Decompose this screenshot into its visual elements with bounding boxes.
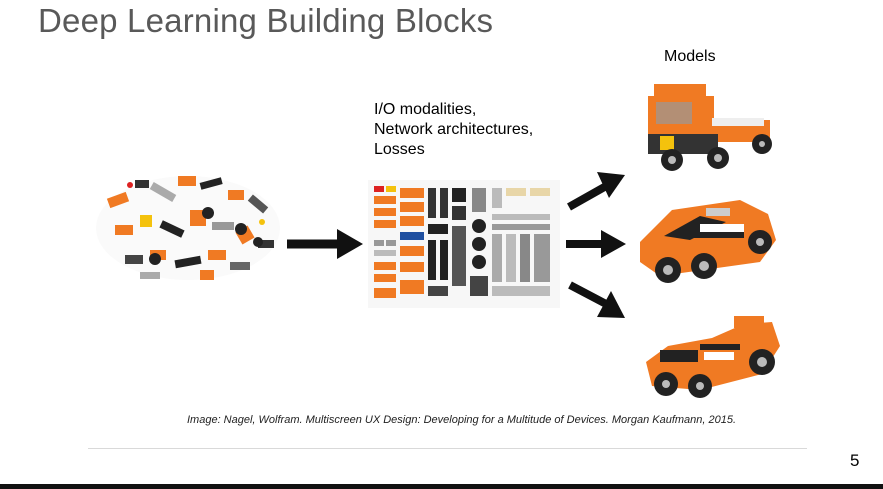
lego-pile-image [96, 176, 280, 280]
io-line-architectures: Network architectures, [374, 121, 534, 138]
lego-sorted-image [368, 180, 560, 308]
lego-truck-image [648, 84, 772, 171]
arrow-up-right-icon [567, 172, 625, 211]
lego-car-image [640, 200, 776, 283]
io-line-losses: Losses [374, 141, 425, 158]
arrow-right-icon [566, 230, 626, 258]
arrow-down-right-icon [568, 281, 625, 318]
footer-divider [88, 448, 807, 449]
bottom-bar [0, 484, 883, 489]
image-caption: Image: Nagel, Wolfram. Multiscreen UX De… [187, 414, 737, 426]
page-number: 5 [850, 451, 860, 470]
io-text: I/O modalities, Network architectures, L… [374, 100, 533, 160]
io-line-modalities: I/O modalities, [374, 101, 477, 118]
arrow-right-icon [287, 229, 363, 259]
lego-racer-image [646, 316, 780, 398]
models-label: Models [664, 48, 716, 65]
slide-title: Deep Learning Building Blocks [38, 2, 494, 39]
